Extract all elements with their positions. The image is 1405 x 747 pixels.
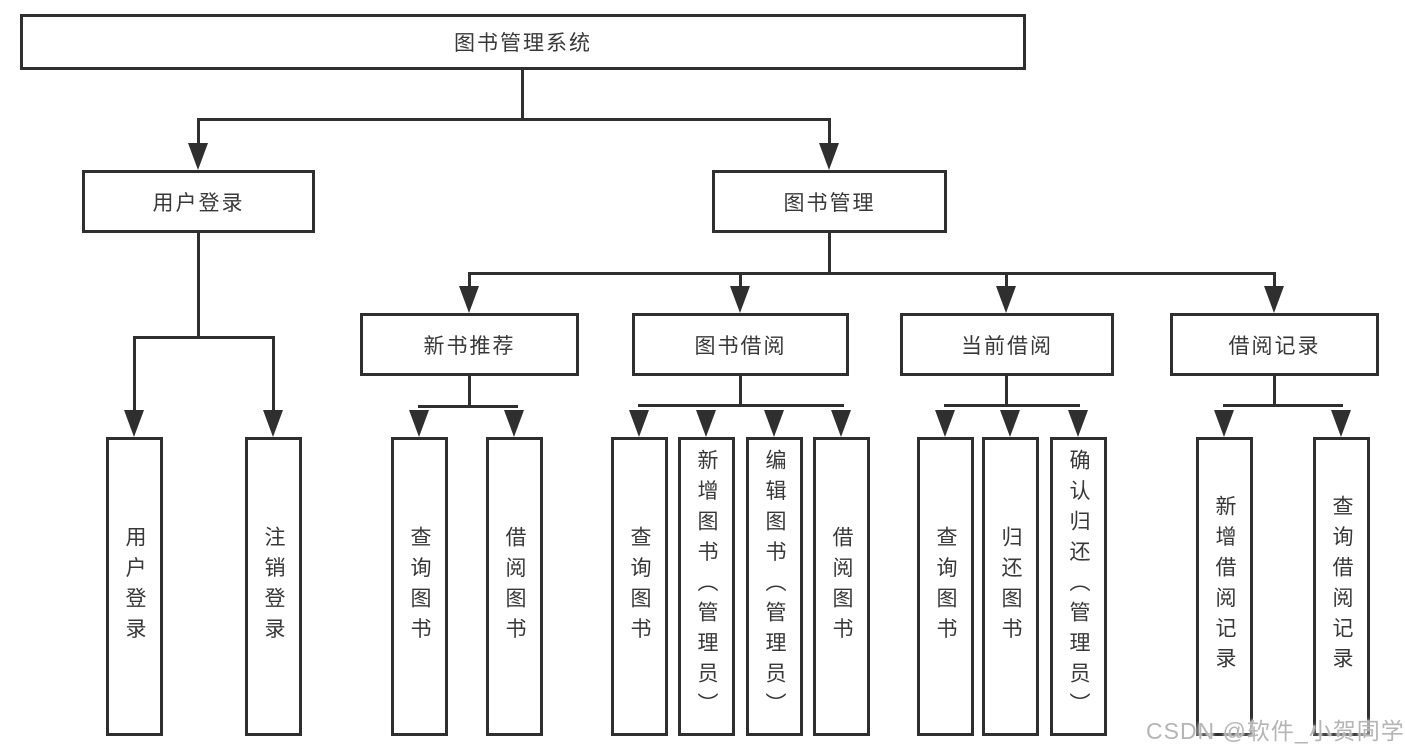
arrowhead xyxy=(1214,410,1234,437)
node-book-management-label: 图书管理 xyxy=(783,191,876,215)
leaf-user-login: 用户登录 xyxy=(106,437,163,736)
leaf-logout: 注销登录 xyxy=(245,437,302,736)
line xyxy=(521,69,524,121)
line xyxy=(197,118,200,150)
line xyxy=(739,376,742,406)
arrowhead xyxy=(409,410,429,437)
arrowhead xyxy=(764,410,784,437)
node-borrow-records-label: 借阅记录 xyxy=(1228,334,1321,358)
line xyxy=(1223,404,1343,407)
node-root-label: 图书管理系统 xyxy=(454,32,592,55)
arrowhead xyxy=(459,286,479,313)
leaf-borrow-books-2-label: 借阅图书 xyxy=(830,525,853,648)
leaf-borrow-books-1-label: 借阅图书 xyxy=(503,525,526,648)
leaf-query-books-2-label: 查询图书 xyxy=(628,525,651,648)
line xyxy=(468,272,1276,275)
line xyxy=(1005,272,1008,290)
line xyxy=(1273,272,1276,290)
line xyxy=(468,376,471,407)
node-current-borrowing-label: 当前借阅 xyxy=(961,334,1053,358)
node-user-login: 用户登录 xyxy=(82,170,315,233)
leaf-edit-books-admin-label: 编辑图书（管理员） xyxy=(763,449,786,724)
node-book-management: 图书管理 xyxy=(712,170,947,233)
leaf-add-books-admin-label: 新增图书（管理员） xyxy=(695,449,718,724)
arrowhead xyxy=(124,410,144,437)
leaf-query-books-3: 查询图书 xyxy=(917,437,974,736)
leaf-return-books-label: 归还图书 xyxy=(999,525,1022,648)
line xyxy=(828,233,831,275)
line xyxy=(272,336,275,414)
node-book-borrowing: 图书借阅 xyxy=(632,313,849,376)
leaf-edit-books-admin: 编辑图书（管理员） xyxy=(746,437,803,736)
arrowhead xyxy=(629,410,649,437)
leaf-add-borrow-record: 新增借阅记录 xyxy=(1196,437,1253,736)
leaf-logout-label: 注销登录 xyxy=(262,525,285,648)
arrowhead xyxy=(504,410,524,437)
arrowhead xyxy=(935,410,955,437)
node-user-login-label: 用户登录 xyxy=(152,191,245,215)
arrowhead xyxy=(1331,410,1351,437)
node-borrow-records: 借阅记录 xyxy=(1170,313,1379,376)
line xyxy=(133,336,275,339)
line xyxy=(1273,376,1276,406)
leaf-query-books-1: 查询图书 xyxy=(391,437,448,736)
csdn-watermark: CSDN @软件_小贺同学 xyxy=(1146,718,1405,744)
leaf-query-borrow-record: 查询借阅记录 xyxy=(1313,437,1370,736)
arrowhead xyxy=(996,286,1016,313)
leaf-confirm-return-admin: 确认归还（管理员） xyxy=(1050,437,1107,736)
leaf-add-borrow-record-label: 新增借阅记录 xyxy=(1213,495,1236,678)
node-current-borrowing: 当前借阅 xyxy=(900,313,1114,376)
leaf-query-books-2: 查询图书 xyxy=(611,437,668,736)
arrowhead xyxy=(831,410,851,437)
arrowhead xyxy=(819,143,839,170)
node-book-borrowing-label: 图书借阅 xyxy=(694,334,787,358)
leaf-confirm-return-admin-label: 确认归还（管理员） xyxy=(1067,449,1090,724)
line xyxy=(828,118,831,150)
arrowhead xyxy=(696,410,716,437)
line xyxy=(944,404,1080,407)
node-root: 图书管理系统 xyxy=(20,14,1026,70)
line xyxy=(197,118,831,121)
leaf-add-books-admin: 新增图书（管理员） xyxy=(678,437,735,736)
arrowhead xyxy=(730,286,750,313)
line xyxy=(133,336,136,414)
line xyxy=(468,272,471,290)
line xyxy=(197,233,200,339)
line xyxy=(638,404,844,407)
arrowhead xyxy=(1264,286,1284,313)
leaf-user-login-label: 用户登录 xyxy=(123,525,146,648)
arrowhead xyxy=(1068,410,1088,437)
leaf-query-books-3-label: 查询图书 xyxy=(934,525,957,648)
leaf-borrow-books-1: 借阅图书 xyxy=(486,437,543,736)
leaf-query-books-1-label: 查询图书 xyxy=(408,525,431,648)
leaf-query-borrow-record-label: 查询借阅记录 xyxy=(1330,495,1353,678)
line xyxy=(739,272,742,290)
leaf-borrow-books-2: 借阅图书 xyxy=(813,437,870,736)
node-new-book-recommend-label: 新书推荐 xyxy=(423,334,516,358)
arrowhead xyxy=(1000,410,1020,437)
arrowhead xyxy=(263,410,283,437)
line xyxy=(1005,376,1008,406)
arrowhead xyxy=(188,143,208,170)
node-new-book-recommend: 新书推荐 xyxy=(360,313,579,376)
line xyxy=(418,405,518,408)
leaf-return-books: 归还图书 xyxy=(982,437,1039,736)
